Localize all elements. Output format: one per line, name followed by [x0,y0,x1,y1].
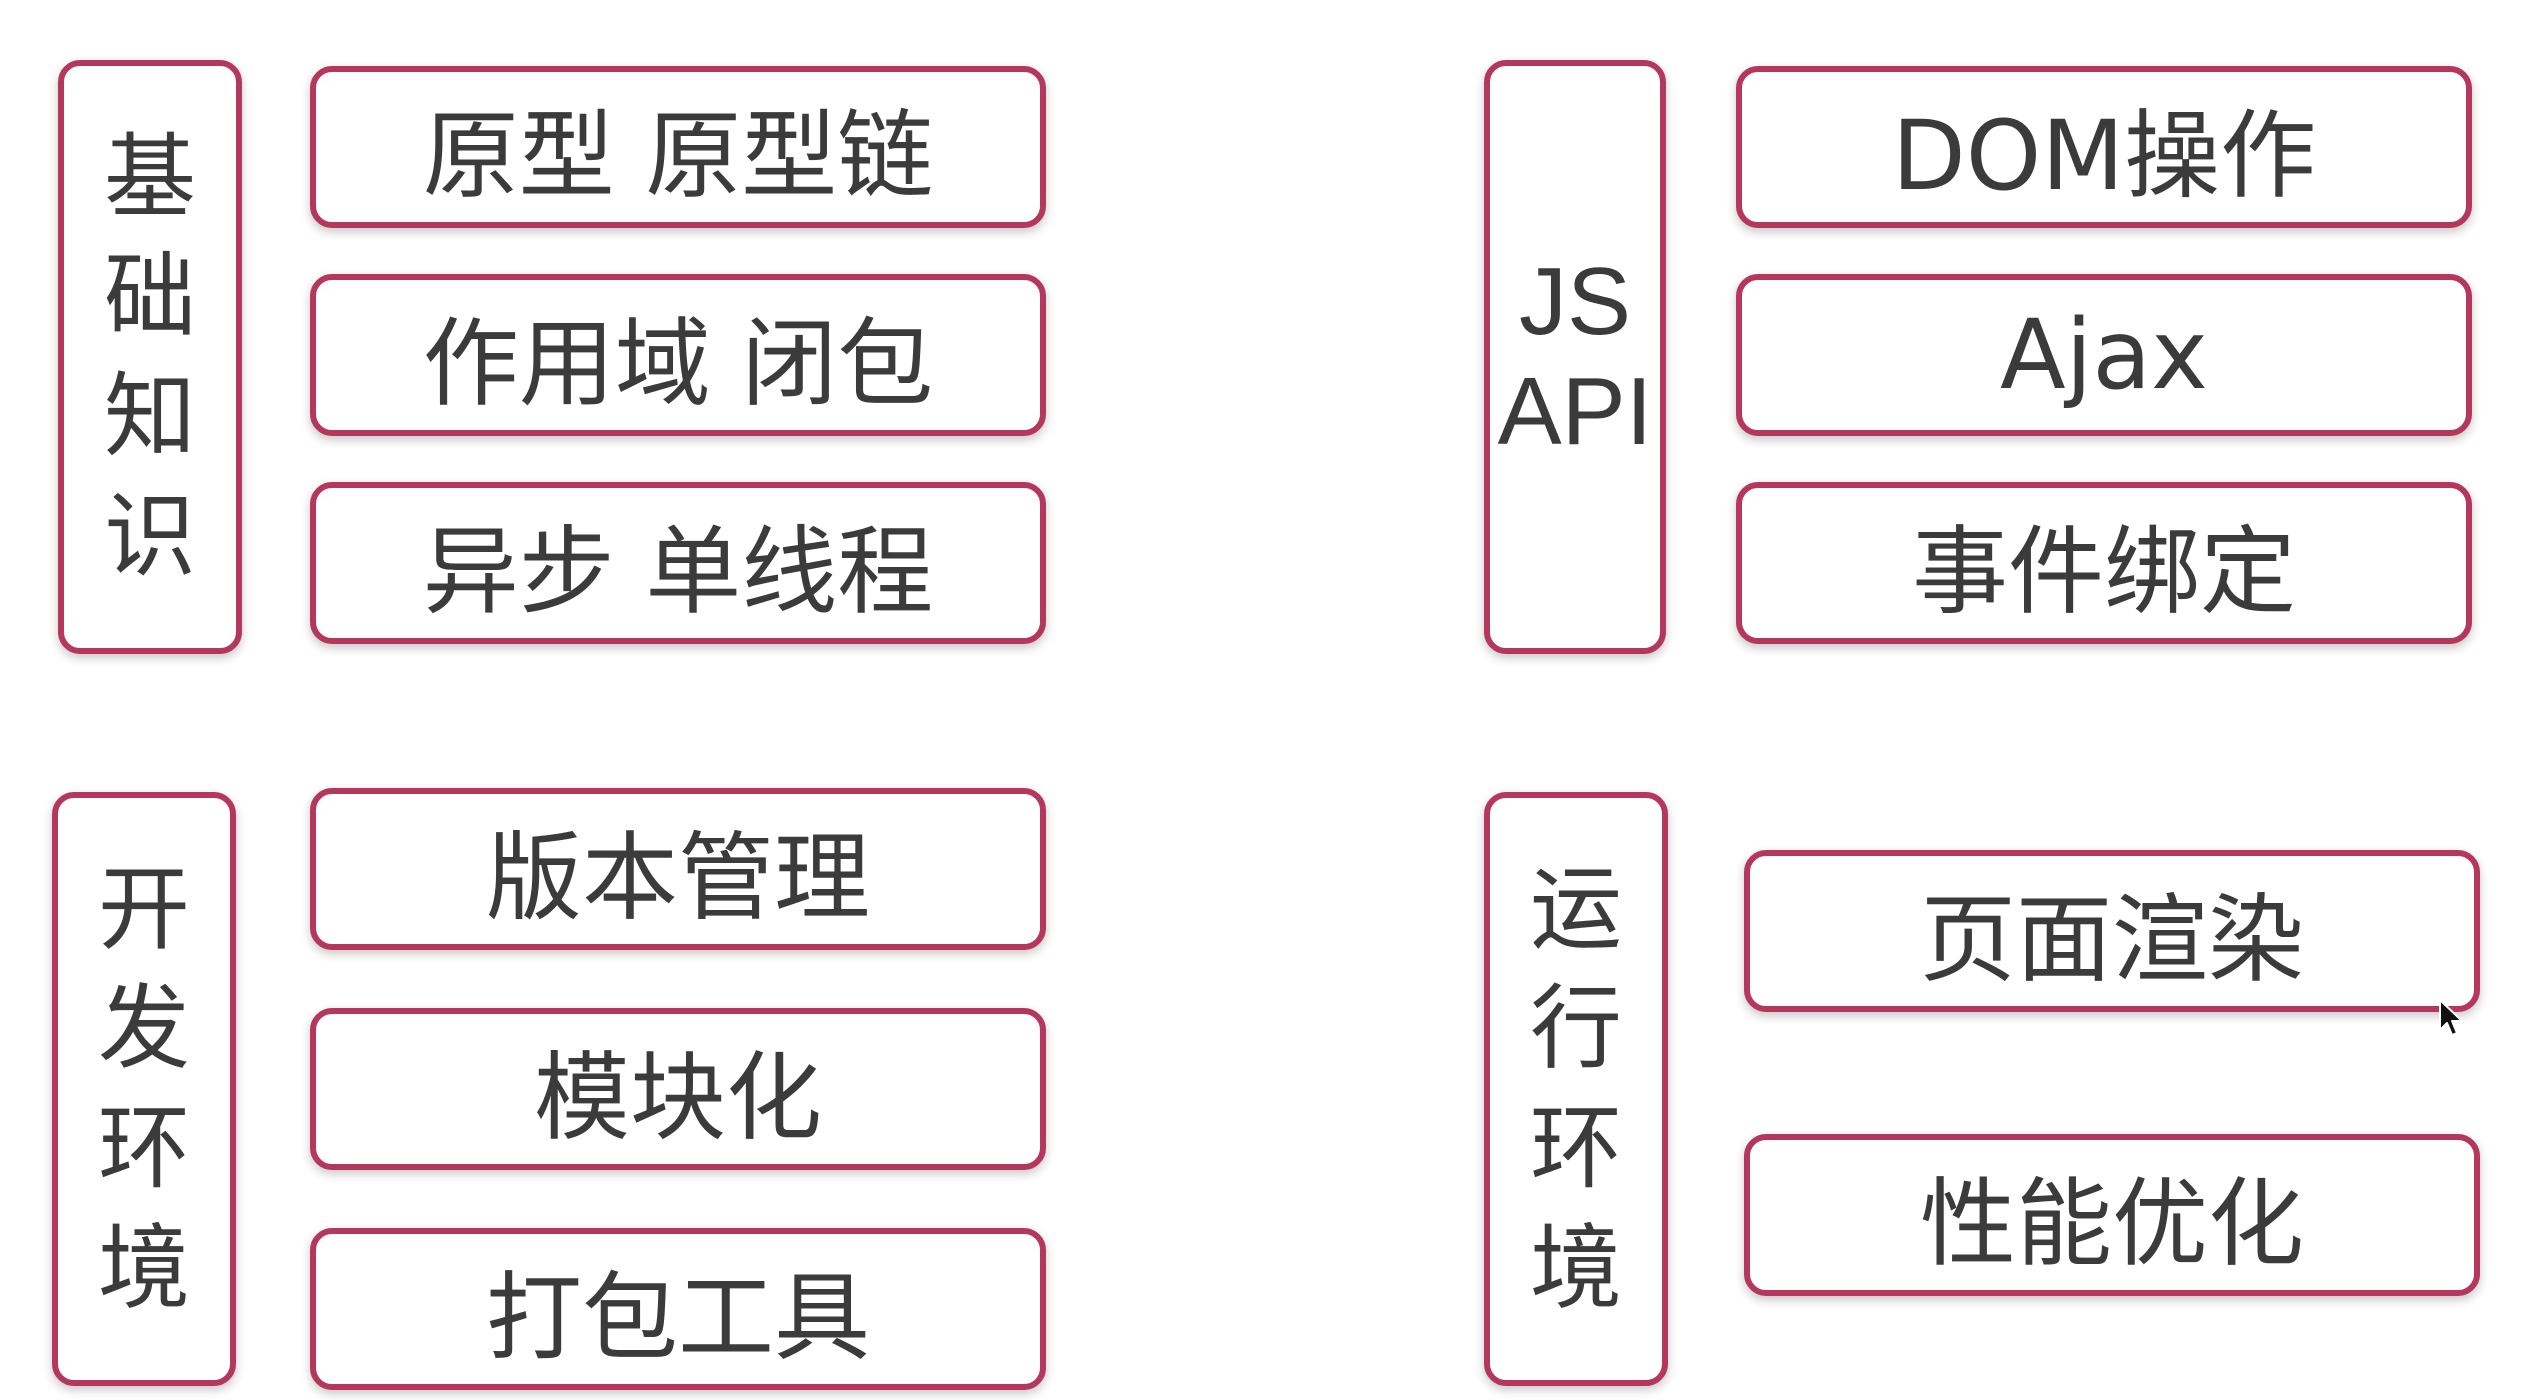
runtime-env-item-label: 页面渲染 [1920,883,2304,996]
dev-env-title-char: 发 [97,975,190,1083]
runtime-env-title-char: 环 [1529,1095,1622,1202]
dev-env-item-bundler: 打包工具 [310,1228,1046,1390]
dev-env-title-char: 开 [97,855,190,963]
mouse-pointer-icon [2439,999,2463,1036]
basics-item-scope: 作用域 闭包 [310,274,1046,436]
dev-env-title-char: 环 [97,1095,190,1202]
basics-item-label: 作用域 闭包 [422,307,934,420]
dev-env-title-char: 境 [97,1214,190,1322]
dev-env-item-label: 打包工具 [486,1261,870,1374]
js-api-item-label: 事件绑定 [1912,515,2296,628]
basics-item-label: 异步 单线程 [422,515,934,628]
runtime-env-item-page-rendering: 页面渲染 [1744,850,2480,1012]
dev-env-item-label: 版本管理 [486,821,870,934]
dev-env-item-version-control: 版本管理 [310,788,1046,950]
js-api-item-event-binding: 事件绑定 [1736,482,2472,644]
runtime-env-title-char: 运 [1529,855,1622,963]
js-api-item-dom: DOM操作 [1736,66,2472,228]
runtime-env-title-char: 行 [1529,975,1622,1083]
runtime-env-item-label: 性能优化 [1920,1167,2304,1280]
basics-title-char: 知 [103,363,196,470]
basics-title-char: 识 [103,482,196,590]
basics-item-prototype: 原型 原型链 [310,66,1046,228]
basics-title-char: 础 [103,243,196,351]
js-api-item-label: DOM操作 [1891,99,2317,212]
basics-title-char: 基 [103,123,196,231]
js-api-title-line: JS [1518,247,1632,355]
js-api-title-line: API [1497,358,1653,465]
basics-category-box: 基 础 知 识 [58,60,242,654]
basics-item-label: 原型 原型链 [422,99,934,212]
runtime-env-category-box: 运 行 环 境 [1484,792,1668,1386]
dev-env-item-label: 模块化 [534,1041,822,1154]
js-api-item-label: Ajax [2000,299,2208,411]
dev-env-category-box: 开 发 环 境 [52,792,236,1386]
basics-item-async: 异步 单线程 [310,482,1046,644]
js-api-category-box: JS API [1484,60,1666,654]
runtime-env-title-char: 境 [1529,1214,1622,1322]
runtime-env-item-performance: 性能优化 [1744,1134,2480,1296]
dev-env-item-modularization: 模块化 [310,1008,1046,1170]
js-api-item-ajax: Ajax [1736,274,2472,436]
